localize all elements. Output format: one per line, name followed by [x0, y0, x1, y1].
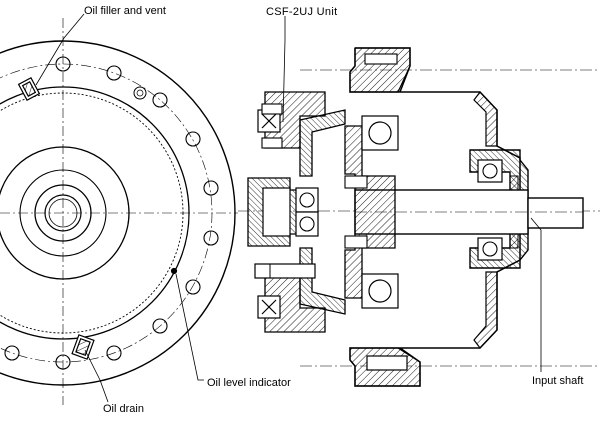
- bolt-hole: [185, 131, 201, 147]
- cross-roller-bottom: [257, 295, 281, 319]
- wave-bearing-top: [361, 115, 399, 151]
- oil-level-label: Oil level indicator: [207, 377, 291, 389]
- input-shaft-label: Input shaft: [532, 375, 584, 387]
- section-view: [238, 16, 600, 387]
- bolt-circle: [0, 63, 213, 363]
- bolt: [364, 53, 398, 65]
- input-shaft-end: [527, 197, 584, 229]
- bolt-hole: [55, 56, 71, 72]
- oil-seal: [509, 233, 519, 249]
- shaft-bore: [44, 194, 82, 232]
- bolt-hole: [4, 345, 20, 361]
- bolt: [366, 355, 408, 371]
- bolt-hole: [152, 318, 168, 334]
- bolt-hole: [152, 92, 168, 108]
- wave-bearing-bottom: [361, 273, 399, 309]
- inner-housing-circle: [0, 86, 190, 340]
- hub-bearing-bottom: [295, 211, 319, 237]
- bolt-hole: [106, 345, 122, 361]
- bolt-hole: [55, 354, 71, 370]
- housing-right-wall: [473, 91, 498, 147]
- front-view-centerlines: [0, 18, 238, 405]
- tapped-hole: [133, 86, 147, 100]
- oil-seal: [509, 175, 519, 191]
- bolt: [261, 137, 283, 149]
- hub-circle-outer: [0, 146, 130, 280]
- oil-level-ring: [0, 92, 184, 334]
- front-view: [0, 13, 238, 405]
- outer-flange-circle: [0, 40, 236, 386]
- bolt-hole: [185, 279, 201, 295]
- hub-circle-middle: [19, 169, 107, 257]
- bolt-hole: [106, 65, 122, 81]
- hub-bearing-top: [295, 187, 319, 213]
- bolt-hole: [203, 180, 219, 196]
- section-view-leaders: [282, 16, 542, 372]
- flexspline: [299, 109, 346, 177]
- flange-bolt-holes: [4, 56, 219, 370]
- oil-drain-plug-icon: [71, 334, 95, 360]
- cross-roller-top: [257, 109, 281, 133]
- input-bearing-top: [477, 159, 503, 183]
- hub-circle-inner: [34, 184, 92, 242]
- input-bearing-bottom: [477, 237, 503, 261]
- oil-level-indicator-icon: [170, 267, 178, 275]
- front-view-leaders: [35, 13, 204, 403]
- oil-filler-label: Oil filler and vent: [84, 5, 166, 17]
- bolt: [254, 263, 316, 279]
- bolt: [261, 103, 283, 115]
- oil-filler-plug-icon: [17, 76, 41, 102]
- oil-drain-label: Oil drain: [103, 403, 144, 415]
- bolt-hole: [203, 230, 219, 246]
- wave-generator: [344, 125, 396, 299]
- csf-unit-label: CSF-2UJ Unit: [266, 6, 338, 18]
